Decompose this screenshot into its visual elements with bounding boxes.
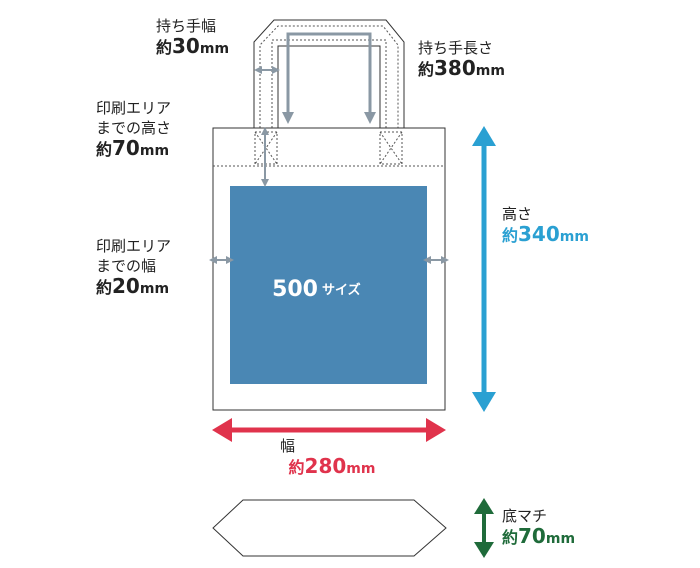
print-area-suffix: サイズ [322, 282, 361, 298]
handle-length-value: 約380mm [418, 56, 505, 80]
print-side-value: 約20mm [96, 274, 170, 298]
print-top-label: 印刷エリア までの高さ 約70mm [96, 98, 171, 161]
handle-length-label: 持ち手長さ 約380mm [418, 38, 505, 81]
print-top-title-2: までの高さ [96, 119, 172, 137]
gusset-title: 底マチ [502, 507, 548, 525]
print-top-value: 約70mm [96, 136, 170, 160]
handle-length-guide [282, 32, 376, 124]
print-top-title-1: 印刷エリア [96, 99, 172, 117]
height-label: 高さ 約340mm [502, 204, 589, 247]
print-area [230, 186, 427, 384]
handle-length-title: 持ち手長さ [418, 39, 494, 57]
print-side-title-1: 印刷エリア [96, 237, 172, 255]
print-area-number: 500 [272, 277, 318, 302]
print-side-label: 印刷エリア までの幅 約20mm [96, 236, 171, 299]
height-title: 高さ [502, 205, 533, 223]
gusset-value: 約70mm [502, 524, 576, 548]
width-value: 約280mm [288, 454, 376, 478]
gusset-arrow [474, 498, 494, 558]
width-title: 幅 [280, 437, 296, 455]
width-arrow [212, 418, 446, 442]
height-value: 約340mm [502, 222, 589, 246]
width-label: 幅 約280mm [272, 436, 392, 479]
gusset-shape [212, 499, 447, 557]
handle-width-title: 持ち手幅 [156, 17, 217, 35]
bag-handle [253, 19, 405, 128]
print-side-title-2: までの幅 [96, 257, 157, 275]
handle-width-label: 持ち手幅 約30mm [156, 16, 229, 59]
gusset-label: 底マチ 約70mm [502, 506, 575, 549]
height-arrow [472, 126, 496, 412]
handle-width-value: 約30mm [156, 34, 230, 58]
